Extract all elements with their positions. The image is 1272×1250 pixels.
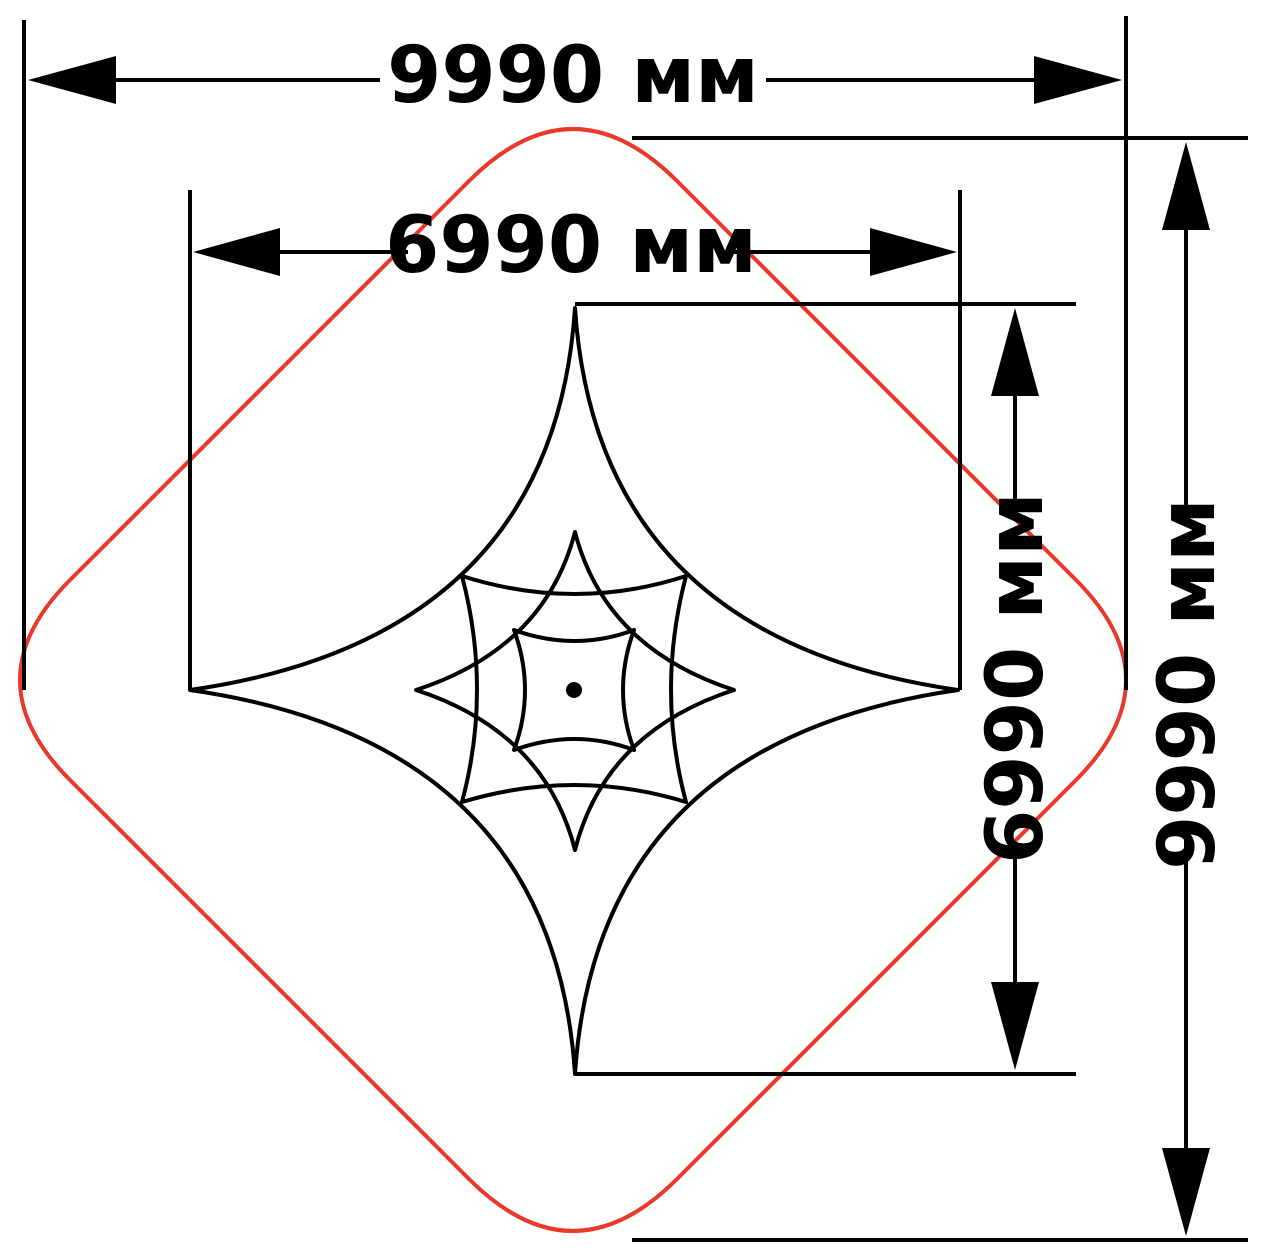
- safety-zone-outline: [18, 127, 1128, 1233]
- spider-web-net: [188, 306, 960, 1076]
- arrowhead-right: [1034, 56, 1122, 104]
- inner-extension-lines: [188, 190, 1076, 1076]
- arrowhead-right: [870, 228, 957, 276]
- arrowhead-left: [193, 228, 280, 276]
- outer-height-label: 9990 мм: [1143, 498, 1233, 870]
- arrowhead-down: [991, 982, 1039, 1070]
- arrowhead-up: [991, 308, 1039, 396]
- inner-width-label: 6990 мм: [385, 201, 757, 291]
- inner-height-dimension: 6990 мм: [971, 308, 1061, 1070]
- inner-width-dimension: 6990 мм: [193, 201, 957, 291]
- middle-ring: [460, 574, 688, 804]
- outer-width-label: 9990 мм: [387, 31, 759, 121]
- outer-width-dimension: 9990 мм: [28, 31, 1122, 121]
- inner-height-label: 6990 мм: [971, 492, 1061, 864]
- outer-star-frame: [188, 306, 960, 1076]
- arrowhead-up: [1162, 142, 1210, 230]
- outer-extension-lines: [22, 16, 1248, 1242]
- arrowhead-down: [1162, 1148, 1210, 1236]
- outer-height-dimension: 9990 мм: [1143, 142, 1233, 1236]
- inner-ring: [512, 628, 636, 752]
- center-knot: [566, 682, 582, 698]
- arrowhead-left: [28, 56, 116, 104]
- inner-star: [414, 530, 736, 852]
